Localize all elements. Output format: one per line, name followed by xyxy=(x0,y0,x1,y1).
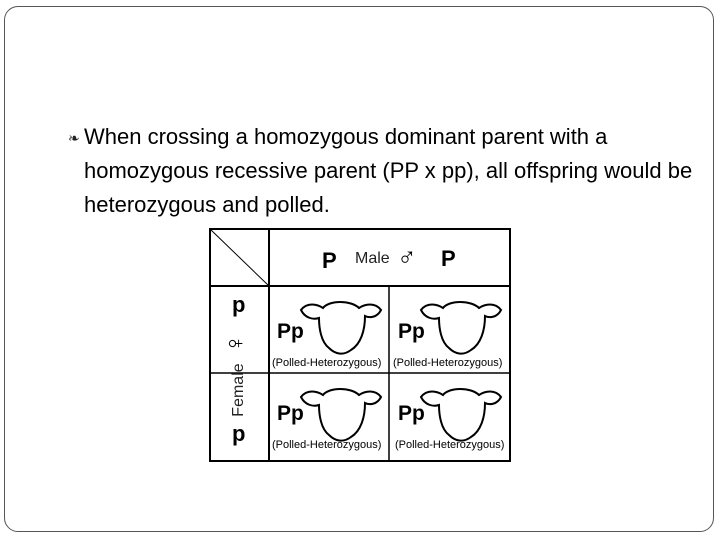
cell-phenotype: (Polled-Heterozygous) xyxy=(393,357,503,369)
calf-head-icon xyxy=(419,388,503,442)
cell-genotype: Pp xyxy=(398,402,425,425)
male-symbol-icon: ♂ xyxy=(397,242,417,272)
cell-genotype: Pp xyxy=(398,320,425,343)
punnett-grid xyxy=(209,228,511,462)
male-allele-1: P xyxy=(322,248,337,273)
cell-phenotype: (Polled-Heterozygous) xyxy=(272,357,382,369)
male-label: Male xyxy=(355,250,390,267)
calf-head-icon xyxy=(299,301,383,355)
male-allele-2: P xyxy=(441,246,456,271)
female-symbol-icon: ♀ xyxy=(219,333,250,354)
grid-outer-border xyxy=(209,228,511,462)
cell-phenotype: (Polled-Heterozygous) xyxy=(272,439,382,451)
female-label: Female xyxy=(230,363,247,417)
corner-diagonal xyxy=(209,228,270,287)
cell-genotype: Pp xyxy=(277,402,304,425)
bullet-point: ❧ When crossing a homozygous dominant pa… xyxy=(68,120,694,222)
bullet-text: When crossing a homozygous dominant pare… xyxy=(84,124,693,217)
female-allele-2: p xyxy=(232,421,246,446)
female-allele-1: p xyxy=(232,292,246,317)
punnett-square: P Male ♂ P p ♀ Female p Pp (Polled-Heter… xyxy=(209,228,511,462)
cell-genotype: Pp xyxy=(277,320,304,343)
calf-head-icon xyxy=(419,301,503,355)
curl-bullet-icon: ❧ xyxy=(68,130,80,146)
cell-phenotype: (Polled-Heterozygous) xyxy=(395,439,505,451)
slide-frame xyxy=(4,6,714,532)
calf-head-icon xyxy=(299,388,383,442)
